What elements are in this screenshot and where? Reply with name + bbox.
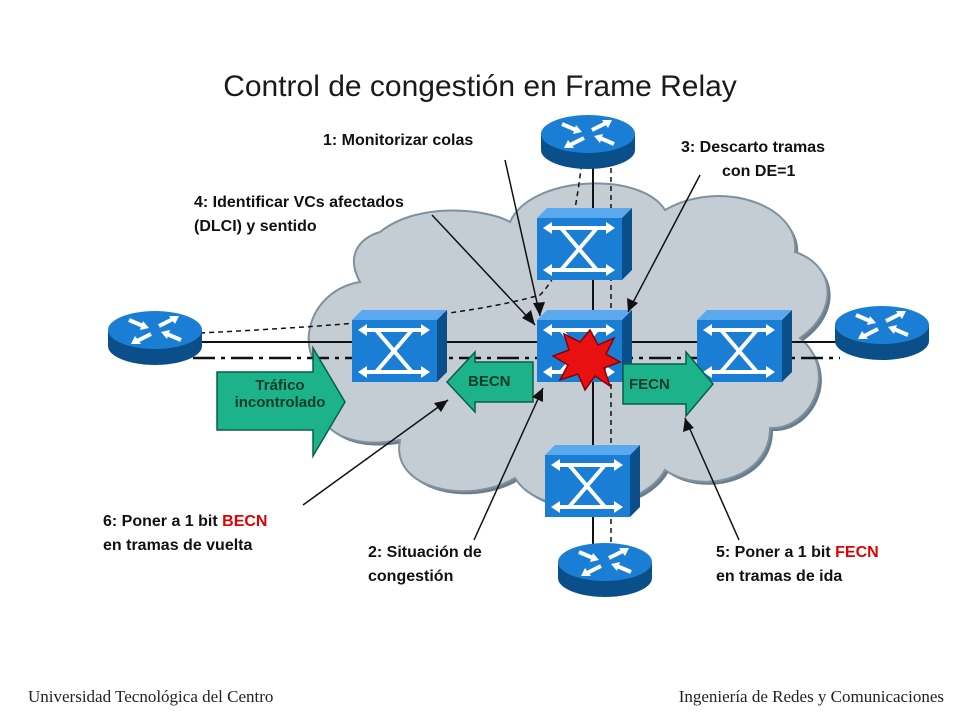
diagram-title: Control de congestión en Frame Relay	[223, 70, 737, 103]
becn-arrow-label: BECN	[468, 373, 511, 390]
traffic-label-line1: Tráfico	[255, 377, 305, 394]
frame-relay-switch-icon	[543, 443, 642, 519]
step5-label-line1: 5: Poner a 1 bit FECN	[716, 544, 879, 561]
router-icon	[539, 113, 637, 171]
step6-label-line2: en tramas de vuelta	[103, 537, 253, 554]
frame-relay-switch-icon	[350, 308, 449, 384]
step3-label-line1: 3: Descarto tramas	[681, 139, 826, 156]
fecn-arrow	[622, 349, 714, 419]
footer-right: Ingeniería de Redes y Comunicaciones	[678, 687, 944, 706]
becn-bit-text: BECN	[222, 513, 268, 530]
traffic-label-line2: incontrolado	[234, 394, 326, 411]
router-icon	[556, 541, 654, 599]
step5-label-line2: en tramas de ida	[716, 568, 843, 585]
fecn-arrow-label: FECN	[629, 376, 670, 393]
step2-label-line1: 2: Situación de	[368, 544, 482, 561]
fecn-bit-text: FECN	[835, 544, 879, 561]
congestion-burst-icon	[551, 328, 622, 392]
footer-left: Universidad Tecnológica del Centro	[28, 687, 274, 706]
step1-label: 1: Monitorizar colas	[323, 132, 474, 149]
frame-relay-switch-icon	[535, 206, 634, 282]
router-icon	[833, 304, 931, 362]
step4-label-line2: (DLCI) y sentido	[194, 218, 317, 235]
step6-label-line1: 6: Poner a 1 bit BECN	[103, 513, 268, 530]
callout-lines	[302, 159, 740, 541]
uncontrolled-traffic-arrow	[216, 345, 346, 459]
step4-label-line1: 4: Identificar VCs afectados	[194, 194, 404, 211]
frame-relay-switch-icon	[695, 308, 794, 384]
step3-label-line2: con DE=1	[722, 163, 796, 180]
step2-label-line2: congestión	[368, 568, 454, 585]
becn-arrow	[445, 350, 534, 414]
router-icon	[106, 309, 204, 367]
